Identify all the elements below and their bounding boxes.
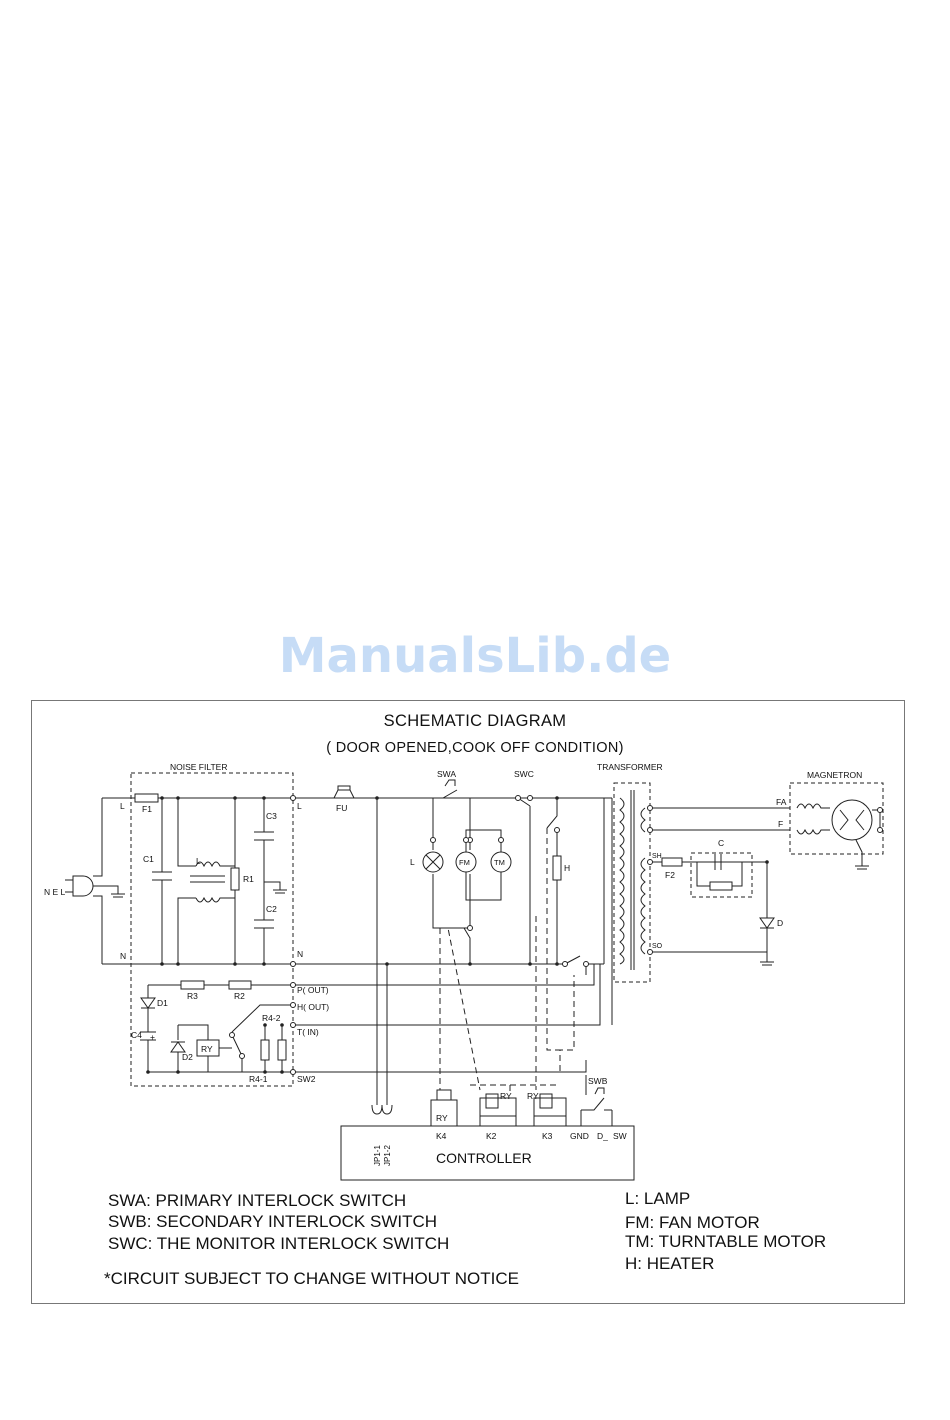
label-k4: K4 (436, 1131, 447, 1141)
label-k3: K3 (542, 1131, 553, 1141)
transformer-secondary (640, 807, 646, 955)
fuse-f2 (661, 857, 683, 867)
label-r1: R1 (243, 874, 254, 884)
resistor-r4-1 (277, 1039, 287, 1061)
legend-h: H: HEATER (625, 1254, 715, 1273)
diagram-title: SCHEMATIC DIAGRAM (383, 712, 567, 730)
label-jp1-2: JP1-2 (383, 1145, 392, 1166)
hv-capacitor-box (690, 852, 753, 898)
label-d-underscore: D_ (597, 1131, 608, 1141)
label-h-out: H( OUT) (297, 1002, 329, 1012)
label-c2: C2 (266, 904, 277, 914)
label-l-in: L (120, 801, 125, 811)
label-n-out: N (297, 949, 303, 959)
diagram-subtitle: ( DOOR OPENED,COOK OFF CONDITION) (326, 740, 624, 756)
label-sh: SH (652, 853, 662, 860)
hv-resistor (709, 881, 733, 891)
legend-swc: SWC: THE MONITOR INTERLOCK SWITCH (108, 1234, 450, 1253)
label-r2: R2 (234, 991, 245, 1001)
label-noise-filter: NOISE FILTER (170, 762, 227, 772)
resistor-r2 (228, 980, 252, 990)
legend-lamp: L: LAMP (625, 1189, 691, 1208)
legend-note: *CIRCUIT SUBJECT TO CHANGE WITHOUT NOTIC… (104, 1269, 519, 1288)
transformer-box (613, 782, 651, 983)
resistor-r3 (180, 980, 205, 990)
legend-swb: SWB: SECONDARY INTERLOCK SWITCH (108, 1212, 438, 1231)
label-swc: SWC (514, 769, 534, 779)
label-r3: R3 (187, 991, 198, 1001)
noise-filter-box (130, 772, 294, 1087)
transformer-primary (619, 797, 625, 965)
label-c3: C3 (266, 811, 277, 821)
label-tm: TM (494, 858, 505, 867)
label-ry-k4: RY (436, 1113, 448, 1123)
label-r4-1: R4-1 (249, 1074, 268, 1084)
magnetron-box (789, 782, 884, 855)
label-nel: N E L (44, 887, 66, 897)
label-n-in: N (120, 951, 126, 961)
label-swa: SWA (437, 769, 456, 779)
resistor-r1 (230, 867, 240, 891)
magnetron-symbol (831, 799, 873, 841)
magnetron-filament-top (796, 803, 830, 810)
heater-symbol (552, 855, 562, 881)
label-f2: F2 (665, 870, 675, 880)
label-d1: D1 (157, 998, 168, 1008)
label-l-out: L (297, 801, 302, 811)
resistor-r4-2 (260, 1039, 270, 1061)
lamp-symbol (422, 851, 444, 873)
label-f: F (778, 819, 783, 829)
label-plus: + (150, 1032, 155, 1042)
label-h: H (564, 863, 570, 873)
label-k2: K2 (486, 1131, 497, 1141)
label-coil-l: L (196, 856, 201, 866)
label-jp1-1: JP1-1 (373, 1145, 382, 1166)
legend-fm: FM: FAN MOTOR (625, 1213, 760, 1232)
label-d: D (777, 918, 783, 928)
fuse-f1 (134, 793, 159, 803)
label-t-in: T( IN) (297, 1027, 319, 1037)
choke-coil-top (195, 861, 235, 868)
legend-tm: TM: TURNTABLE MOTOR (625, 1232, 827, 1251)
controller-box (340, 1125, 635, 1181)
label-gnd: GND (570, 1131, 589, 1141)
capacitor-c1 (152, 798, 172, 964)
label-sw: SW (613, 1131, 627, 1141)
label-controller: CONTROLLER (436, 1150, 532, 1166)
diagram-frame (31, 700, 905, 1304)
thermal-fuse (333, 785, 355, 799)
label-p-out: P( OUT) (297, 985, 329, 995)
label-lamp: L (410, 857, 415, 867)
plug-symbol (72, 875, 94, 897)
choke-coil-bottom (195, 896, 235, 903)
label-c4: C4 (131, 1030, 142, 1040)
label-ry-k2: RY (500, 1091, 512, 1101)
label-r4-2: R4-2 (262, 1013, 281, 1023)
label-ry-k3: RY (527, 1091, 539, 1101)
label-magnetron: MAGNETRON (807, 770, 862, 780)
legend-swa: SWA: PRIMARY INTERLOCK SWITCH (108, 1191, 407, 1210)
watermark: ManualsLib.de (278, 628, 672, 684)
label-d2: D2 (182, 1052, 193, 1062)
label-fu: FU (336, 803, 347, 813)
label-ry-relay: RY (201, 1044, 213, 1054)
label-fm: FM (459, 858, 470, 867)
label-so: SO (652, 943, 663, 950)
label-swb: SWB (588, 1076, 608, 1086)
label-c: C (718, 838, 724, 848)
label-sw2: SW2 (297, 1074, 316, 1084)
label-fa: FA (776, 797, 787, 807)
label-c1: C1 (143, 854, 154, 864)
label-transformer: TRANSFORMER (597, 762, 663, 772)
label-f1: F1 (142, 804, 152, 814)
